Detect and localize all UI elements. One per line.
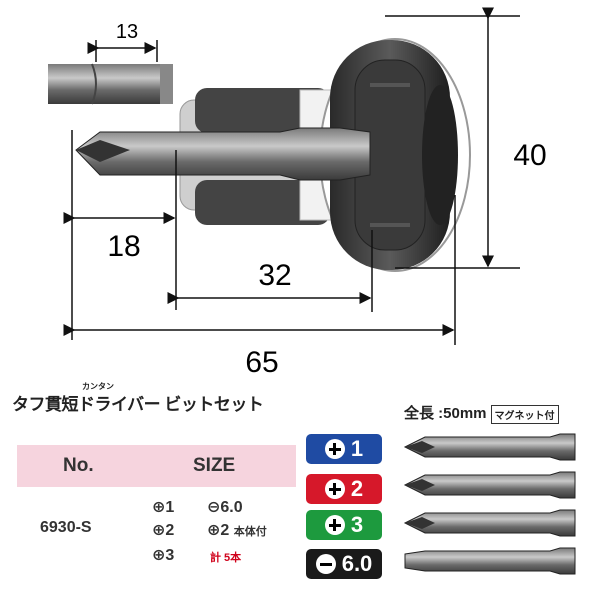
dim-tip-length: 18 [107,230,140,263]
plus-symbol-icon [324,439,345,459]
bit-set-illustration [403,433,576,575]
badge-phillips-1: 1 [306,434,382,464]
col-size-label: SIZE [193,455,236,476]
size-row-1b: ⊖6.0 [207,497,243,517]
badge-phillips-2: 2 [306,474,382,504]
size-row-2: ⊕2 [152,520,174,540]
magnet-label: マグネット付 [490,404,559,424]
total-count: 計 5本 [210,552,242,564]
dim-total-length: 65 [245,346,278,379]
dim-body-length: 32 [258,259,291,292]
title-block: カンタン タフ貫短ドライバー ビットセット [12,382,264,415]
size-p3: 3 [165,547,175,564]
size-row-2b: ⊕2 本体付 [207,520,267,540]
size-row-1: ⊕1 [152,497,174,517]
minus-symbol-icon [315,554,336,574]
handle-body [179,38,471,272]
size-f6: 6.0 [220,499,243,516]
plus-symbol-icon: ⊕ [152,547,166,564]
phillips-bit-icon [403,433,576,461]
badge-phillips-3: 3 [306,510,382,540]
main-bit-icon [75,127,371,181]
badge-flat-6: 6.0 [306,549,382,579]
dim-bit-length: 13 [116,21,138,43]
plus-symbol-icon [324,479,345,499]
spare-bit-icon [48,63,173,105]
size-p1: 1 [165,499,175,516]
plus-symbol-icon: ⊕ [152,499,166,516]
minus-symbol-icon: ⊖ [207,499,221,516]
table-header: No. SIZE [17,445,296,487]
size-p2-body: 2 [220,522,230,539]
phillips-bit-icon [403,509,576,537]
dim-height: 40 [513,139,546,172]
col-no-label: No. [63,455,94,476]
plus-symbol-icon: ⊕ [207,522,221,539]
screwdriver-diagram: 13 18 32 65 40 [48,7,547,379]
body-note: 本体付 [233,526,267,538]
flat-bit-icon [404,547,576,575]
size-p2: 2 [165,522,175,539]
plus-symbol-icon: ⊕ [152,522,166,539]
title-ruby: カンタン [82,382,114,391]
model-number: 6930-S [40,519,92,536]
phillips-bit-icon [403,471,576,499]
plus-symbol-icon [324,515,345,535]
page-title: タフ貫短ドライバー ビットセット [12,395,264,414]
size-row-3: ⊕3 [152,545,174,565]
